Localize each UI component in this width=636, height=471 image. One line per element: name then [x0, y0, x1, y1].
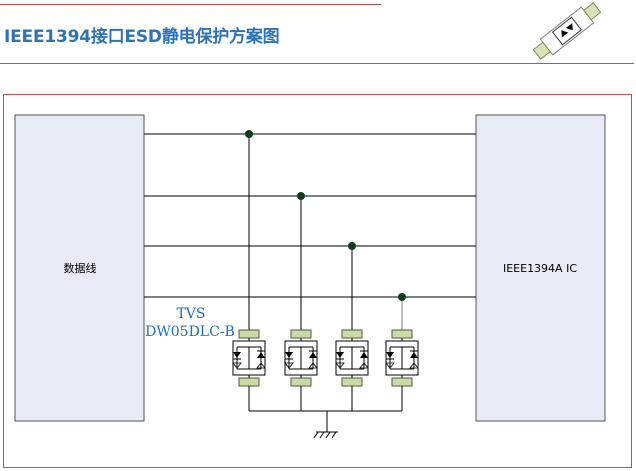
diode-icon — [410, 352, 418, 358]
diagram-frame — [3, 94, 632, 468]
diode-icon — [285, 352, 293, 358]
data-line-label: 数据线 — [64, 261, 97, 275]
tvs-label-line1: TVS — [176, 306, 205, 322]
header-top-rule — [0, 4, 381, 5]
ieee1394a-ic-block — [475, 114, 606, 422]
diode-icon — [409, 362, 419, 369]
diode-icon — [309, 352, 317, 358]
tvs-device — [335, 329, 369, 387]
tvs-bottom-pad — [290, 377, 312, 387]
tvs-device — [385, 329, 419, 387]
junction-node — [398, 293, 406, 301]
diode-icon — [336, 352, 344, 358]
junction-node — [245, 130, 253, 138]
diode-icon — [308, 362, 318, 369]
diode-icon — [233, 352, 241, 358]
ground-symbol-icon — [313, 431, 338, 439]
tvs-package-logo-icon — [532, 2, 602, 60]
diode-icon — [256, 362, 266, 369]
junction-node — [348, 242, 356, 250]
diode-icon — [386, 352, 394, 358]
tvs-bottom-pad — [341, 377, 363, 387]
junction-node — [297, 192, 305, 200]
tvs-top-pad — [341, 329, 363, 339]
data-line-block — [14, 114, 145, 422]
tvs-label-line2: DW05DLC-B — [145, 324, 235, 340]
header-bottom-rule — [0, 63, 634, 64]
diode-icon — [257, 352, 265, 358]
tvs-bottom-pad — [238, 377, 260, 387]
diode-icon — [359, 362, 369, 369]
ground-network — [248, 386, 403, 439]
tvs-devices — [232, 329, 419, 387]
diode-icon — [335, 362, 345, 369]
tvs-bottom-pad — [391, 377, 413, 387]
tvs-top-pad — [238, 329, 260, 339]
tvs-top-pad — [391, 329, 413, 339]
diode-icon — [284, 362, 294, 369]
diode-icon — [360, 352, 368, 358]
page-title: IEEE1394接口ESD静电保护方案图 — [4, 27, 280, 47]
tvs-device — [232, 329, 266, 387]
diode-icon — [385, 362, 395, 369]
tvs-top-pad — [290, 329, 312, 339]
diode-icon — [232, 362, 242, 369]
signal-wires — [144, 130, 476, 330]
tvs-device — [284, 329, 318, 387]
ic-label: IEEE1394A IC — [503, 262, 577, 275]
